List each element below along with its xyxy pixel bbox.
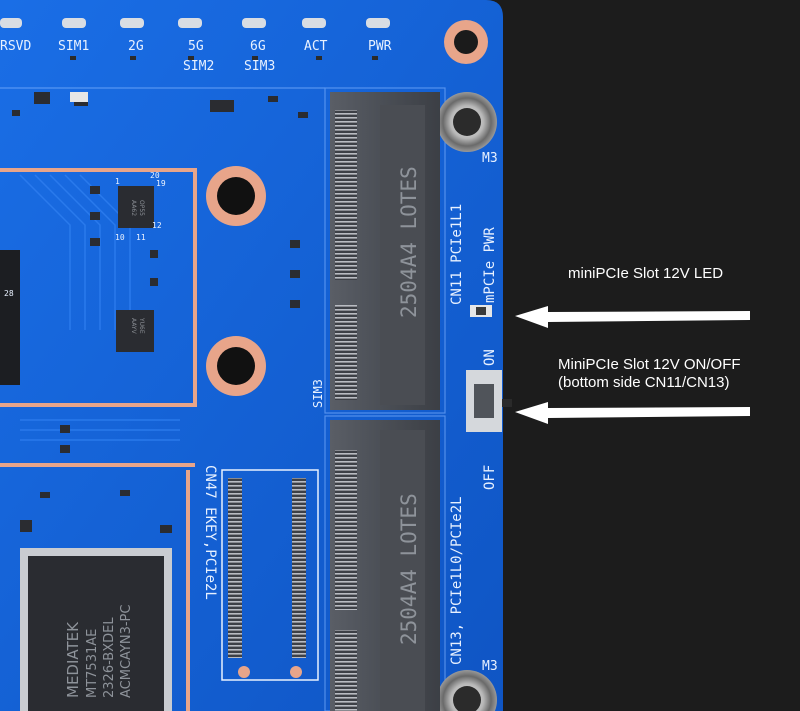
- mid-chip-line1: OP55: [138, 200, 145, 216]
- led-label-sim2: SIM2: [183, 59, 214, 74]
- small-chip-line2: AAYV: [130, 318, 137, 335]
- cn47-connector: [221, 469, 319, 681]
- mediatek-line3: 2326-BXDEL: [102, 617, 117, 698]
- mediatek-chip: [20, 548, 172, 711]
- cn47-label: CN47 EKEY,PCIe2L: [202, 465, 218, 600]
- sim3-label: SIM3: [311, 379, 325, 408]
- pin-num-c: 19: [156, 179, 166, 188]
- arrow-led: [515, 306, 750, 328]
- bga-chip: [0, 250, 20, 385]
- annotation-led: miniPCIe Slot 12V LED: [568, 265, 724, 282]
- arrow-switch: [515, 402, 750, 424]
- led-label-sim1: SIM1: [58, 39, 89, 54]
- slot-bottom-label: CN13, PCIe1L0/PCIe2L: [449, 496, 465, 665]
- qfn-chip-upper: OP55 AA62: [118, 186, 154, 228]
- slot-top-led-label: mPCIe PWR: [482, 227, 498, 303]
- mid-chip-line2: AA62: [130, 200, 137, 216]
- pin-num-d: 10: [115, 233, 125, 242]
- slot-top-brand: 2504A4 LOTES: [397, 166, 421, 318]
- mount-label-top: M3: [482, 151, 498, 166]
- svg-text:28: 28: [4, 289, 14, 298]
- screw-top: [437, 92, 497, 152]
- led-label-pwr: PWR: [368, 39, 392, 54]
- minipcie-slot-top: [330, 92, 440, 410]
- mount-label-bottom: M3: [482, 659, 498, 674]
- pin-num-a: 1: [115, 177, 120, 186]
- led-label-5g: 5G: [188, 39, 204, 54]
- pin-num-e: 11: [136, 233, 146, 242]
- mediatek-line4: ACMCAYN3-PC: [119, 605, 134, 698]
- annotation-switch-line1: MiniPCIe Slot 12V ON/OFF: [558, 356, 741, 373]
- switch-on-label: ON: [482, 349, 498, 366]
- led-label-rsvd: RSVD: [0, 39, 31, 54]
- slot-top-label: CN11 PCIe1L1: [449, 204, 465, 305]
- led-label-6g: 6G: [250, 39, 266, 54]
- screw-bottom: [437, 670, 497, 711]
- mediatek-line1: MEDIATEK: [64, 621, 82, 698]
- slot-bottom-brand: 2504A4 LOTES: [397, 493, 421, 645]
- led-row: [0, 18, 390, 60]
- mediatek-line2: MT7531AE: [85, 629, 100, 698]
- led-label-sim3-top: SIM3: [244, 59, 275, 74]
- annotation-switch: MiniPCIe Slot 12V ON/OFF (bottom side CN…: [558, 356, 741, 392]
- minipcie-slot-bottom: [330, 420, 440, 711]
- led-label-act: ACT: [304, 39, 328, 54]
- switch-off-label: OFF: [482, 465, 498, 490]
- slot-12v-switch: [466, 370, 512, 432]
- qfn-chip-lower: YU6E AAYV: [116, 310, 154, 352]
- led-label-2g: 2G: [128, 39, 144, 54]
- copper-mounting-holes: [206, 20, 488, 396]
- slot-12v-led: [470, 305, 492, 317]
- pin-num-b: 20: [150, 171, 160, 180]
- small-chip-line1: YU6E: [138, 317, 145, 334]
- annotation-switch-line2: (bottom side CN11/CN13): [558, 374, 730, 391]
- pin-num-f: 12: [152, 221, 162, 230]
